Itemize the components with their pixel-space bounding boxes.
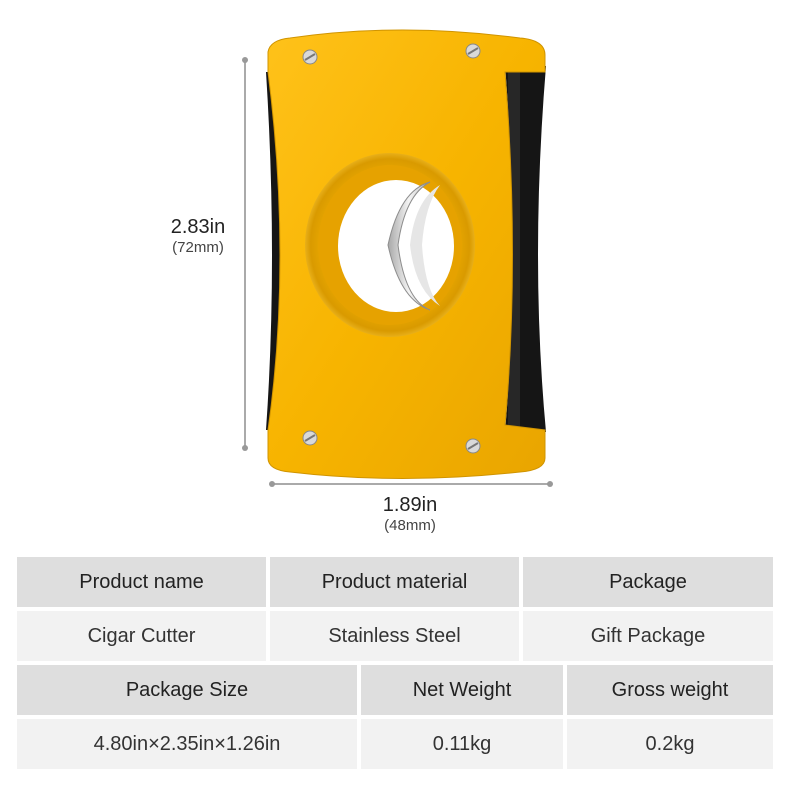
screw-icon — [302, 49, 318, 65]
header-gross-weight: Gross weight — [567, 665, 773, 715]
table-row: 4.80in×2.35in×1.26in 0.11kg 0.2kg — [17, 719, 773, 769]
cigar-cutter-illustration — [242, 29, 553, 487]
header-package: Package — [523, 557, 773, 607]
width-dimension-line — [269, 481, 553, 487]
value-product-material: Stainless Steel — [270, 611, 519, 661]
spec-table: Product name Product material Package Ci… — [17, 557, 773, 773]
cutter-blade — [387, 181, 431, 311]
height-value: 2.83in — [170, 216, 226, 238]
value-package-size: 4.80in×2.35in×1.26in — [17, 719, 357, 769]
header-product-material: Product material — [270, 557, 519, 607]
screw-icon — [302, 430, 318, 446]
product-figure: 2.83in (72mm) 1.89in (48mm) — [150, 29, 553, 534]
value-package: Gift Package — [523, 611, 773, 661]
value-gross-weight: 0.2kg — [567, 719, 773, 769]
header-package-size: Package Size — [17, 665, 357, 715]
screw-icon — [465, 438, 481, 454]
table-row: Package Size Net Weight Gross weight — [17, 665, 773, 715]
header-product-name: Product name — [17, 557, 266, 607]
width-mm: (48mm) — [384, 517, 436, 534]
width-dimension-label: 1.89in (48mm) — [350, 494, 470, 534]
height-mm: (72mm) — [172, 239, 224, 256]
table-row: Cigar Cutter Stainless Steel Gift Packag… — [17, 611, 773, 661]
table-row: Product name Product material Package — [17, 557, 773, 607]
header-net-weight: Net Weight — [361, 665, 563, 715]
screw-icon — [465, 43, 481, 59]
height-dimension-line — [242, 57, 248, 451]
value-product-name: Cigar Cutter — [17, 611, 266, 661]
width-value: 1.89in — [382, 494, 438, 516]
height-dimension-label: 2.83in (72mm) — [150, 216, 246, 256]
value-net-weight: 0.11kg — [361, 719, 563, 769]
